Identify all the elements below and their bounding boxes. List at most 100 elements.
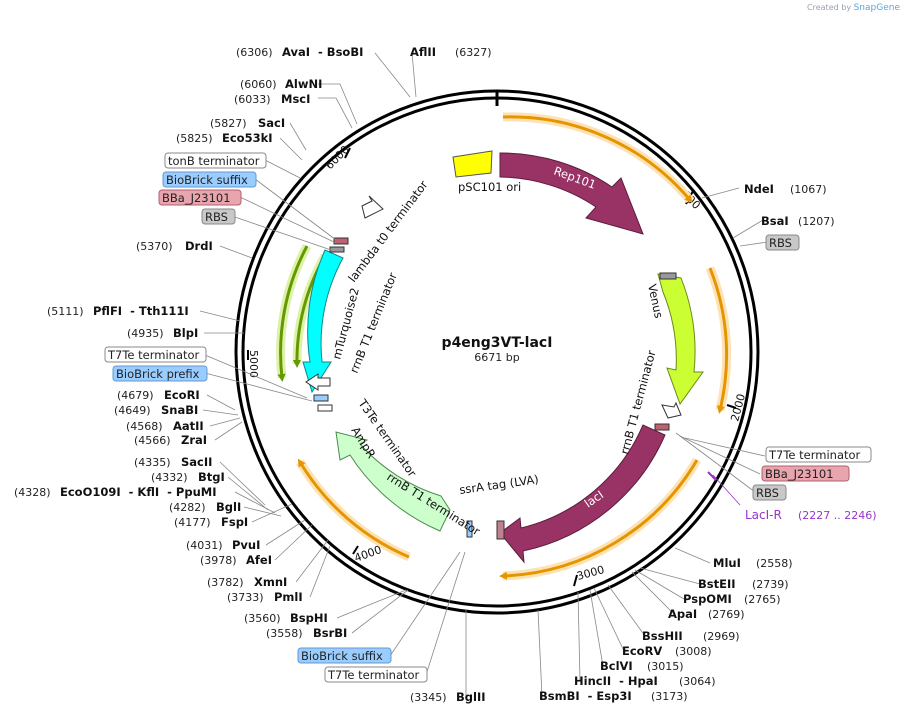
arc-arrows [276, 112, 732, 581]
primer-name[interactable]: LacI-R [745, 508, 782, 522]
site-pos: (3015) [647, 660, 684, 673]
site-pos: (3782) [207, 576, 244, 589]
site-enzyme: ApaI [668, 607, 697, 621]
site-enzyme: BstEII [698, 577, 736, 591]
site-pos: (2769) [708, 608, 745, 621]
boxed-label-rbs: RBS [756, 486, 779, 500]
site-enzyme: BtgI [198, 470, 225, 484]
site-enzyme: AlwNI [285, 77, 322, 91]
label-rrnb-t1-left: rrnB T1 terminator [347, 270, 400, 375]
feature-venus[interactable] [657, 273, 704, 406]
site-enzyme: MluI [713, 556, 741, 570]
boxed-label-biobrick-prefix: BioBrick prefix [116, 367, 200, 381]
site-pos: (2765) [744, 593, 781, 606]
site-pos: (2739) [752, 578, 789, 591]
primer-range: (2227 .. 2246) [798, 509, 877, 522]
site-pos: (4177) [174, 516, 211, 529]
promoter-glyph-left [333, 237, 349, 245]
site-pos: (2558) [756, 557, 793, 570]
site-pos: (4568) [126, 420, 163, 433]
feature-ampr[interactable] [335, 431, 451, 532]
snapgene-credit: Created by SnapGene [807, 3, 900, 13]
site-pos: (3733) [227, 591, 264, 604]
site-pos: (1067) [790, 183, 827, 196]
boxed-label-biobrick-suffix: BioBrick suffix [301, 649, 383, 663]
site-pos: (5827) [210, 117, 247, 130]
label-psc101-ori: pSC101 ori [458, 180, 521, 194]
plasmid-name: p4eng3VT-lacI [442, 335, 553, 351]
site-enzyme: SacII [181, 455, 212, 469]
site-pos: (1207) [798, 215, 835, 228]
boxed-labels: tonB terminator BioBrick suffix BBa_J231… [104, 152, 872, 683]
enzyme-sites-left: (6306) AvaI - BsoBI AflII (6327) (6060) … [14, 45, 492, 704]
site-pos: (2969) [703, 630, 740, 643]
enzyme-sites-right: NdeI (1067) BsaI (1207) MluI (2558) BstE… [539, 182, 835, 703]
site-pos: (4935) [127, 327, 164, 340]
tick-label-3000: 3000 [575, 563, 605, 583]
boxed-label-biobrick-suffix: BioBrick suffix [166, 173, 248, 187]
site-pos: (3064) [679, 675, 716, 688]
boxed-label-rbs: RBS [205, 210, 228, 224]
site-pos: (3558) [266, 627, 303, 640]
site-pos: (3173) [651, 690, 688, 703]
t3te-terminator-glyph [305, 373, 331, 391]
ssra-tag-glyph [496, 520, 505, 540]
site-enzyme: PspOMI [683, 592, 732, 606]
site-pos: (4679) [117, 389, 154, 402]
site-pos: (6033) [234, 93, 271, 106]
site-enzyme: Eco53kI [222, 131, 273, 145]
site-enzyme: AatII [173, 419, 204, 433]
tick-label-5000: 5000 [247, 350, 260, 378]
connector-lines [199, 52, 769, 697]
site-pos: (5370) [136, 240, 173, 253]
boxed-label-bba-j23101: BBa_J23101 [162, 191, 231, 205]
boxed-label-bba-j23101: BBa_J23101 [765, 467, 834, 481]
t7te-glyph-left [317, 404, 333, 412]
site-enzyme: HincII - HpaI [574, 674, 658, 688]
site-pos: (3978) [200, 554, 237, 567]
feature-psc101-ori[interactable] [452, 150, 493, 178]
label-ssra-tag: ssrA tag (LVA) [458, 472, 539, 497]
site-pos: (6306) [236, 46, 273, 59]
site-pos: (5825) [176, 132, 213, 145]
site-enzyme: BsaI [761, 214, 789, 228]
biobrick-glyph-left [313, 394, 329, 402]
site-enzyme: AfeI [246, 553, 272, 567]
site-pos: (4031) [186, 539, 223, 552]
feature-mturquoise2[interactable] [302, 249, 344, 394]
site-enzyme: XmnI [254, 575, 287, 589]
site-enzyme: DrdI [185, 239, 213, 253]
promoter-glyph-right [654, 423, 670, 431]
boxed-label-t7te: T7Te terminator [107, 348, 200, 362]
site-enzyme: FspI [221, 515, 248, 529]
site-pos: (3008) [675, 645, 712, 658]
small-elements [305, 195, 682, 540]
site-enzyme: PmlI [274, 590, 303, 604]
rrnb-t1-terminator-glyph-2 [466, 520, 473, 538]
site-pos: (4335) [134, 456, 171, 469]
site-enzyme: BsrBI [313, 626, 347, 640]
site-enzyme: AvaI - BsoBI [282, 45, 363, 59]
plasmid-size: 6671 bp [474, 351, 519, 364]
site-enzyme: ZraI [181, 433, 207, 447]
site-enzyme: PvuI [232, 538, 260, 552]
rbs-glyph-right [659, 272, 677, 280]
site-pos: (3560) [244, 612, 281, 625]
site-enzyme: EcoRI [164, 388, 200, 402]
site-enzyme: EcoRV [622, 644, 662, 658]
feature-laci[interactable] [499, 424, 666, 564]
site-enzyme: BsmBI - Esp3I [539, 689, 632, 703]
site-enzyme: PflFI - Tth111I [93, 304, 189, 318]
site-enzyme: AflII [410, 45, 436, 59]
feature-rep101[interactable] [499, 152, 644, 235]
site-pos: (4566) [134, 434, 171, 447]
site-pos: (3345) [410, 691, 447, 704]
site-enzyme: BclVI [600, 659, 633, 673]
site-enzyme: SnaBI [161, 403, 198, 417]
rrnb-t1-terminator-glyph-1 [661, 401, 682, 419]
credit-prefix: Created by [807, 3, 852, 12]
lambda-t0-terminator-glyph [361, 195, 384, 219]
site-enzyme: BssHII [642, 629, 683, 643]
site-pos: (4328) [14, 486, 51, 499]
snapgene-logo: SnapGene [853, 3, 900, 13]
